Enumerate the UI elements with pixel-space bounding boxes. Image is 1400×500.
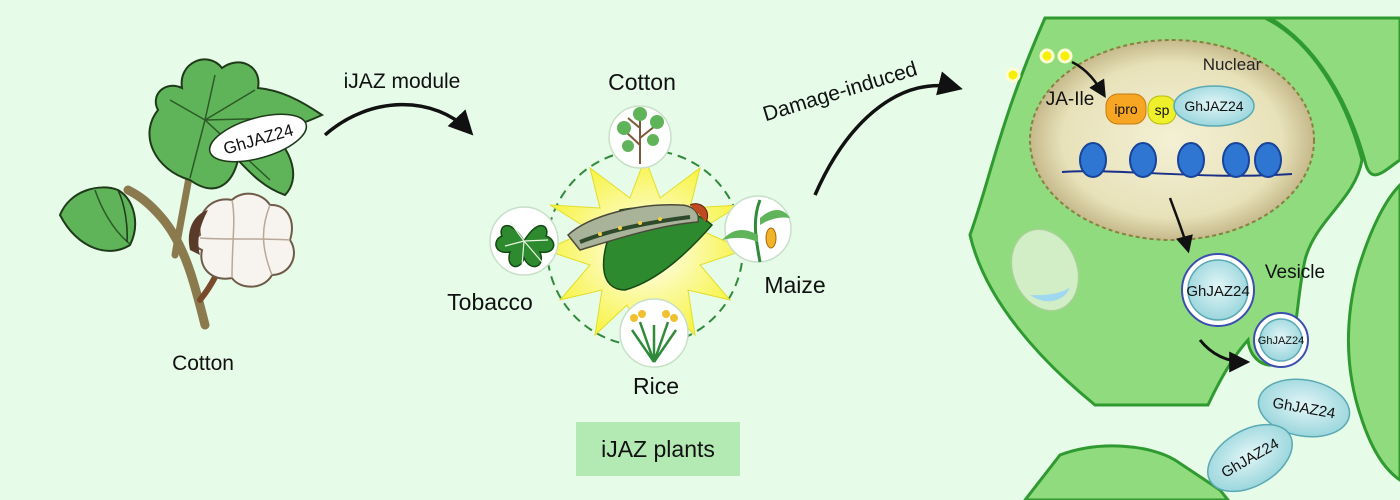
chloroplast-icon: [1010, 228, 1080, 312]
ipro-label: ipro: [1114, 101, 1138, 117]
damage-induced-arrow: [813, 71, 963, 196]
node-cotton: [608, 105, 672, 169]
sp-label: sp: [1155, 102, 1170, 118]
nucleus: [1029, 39, 1315, 241]
node-maize-label: Maize: [764, 272, 825, 298]
node-tobacco-label: Tobacco: [447, 289, 533, 315]
node-rice: [619, 298, 689, 368]
budding-protein: [1259, 318, 1303, 362]
cotton-bract-icon: [58, 186, 137, 252]
caterpillar-icon: [566, 203, 714, 291]
budding-protein-label: GhJAZ24: [1258, 335, 1304, 347]
node-rice-label: Rice: [633, 373, 679, 399]
cotton-plant-label: Cotton: [172, 352, 234, 375]
ijaz-module-label: iJAZ module: [344, 70, 461, 93]
secretion-arrow: [1198, 339, 1251, 373]
ja-ile-ligands: [1005, 48, 1073, 83]
plant-cell: Nuclear JA-Ile ipro sp GhJAZ24: [968, 16, 1400, 500]
node-tobacco: [489, 206, 559, 276]
ghjaz24-nuclear-label: GhJAZ24: [1184, 98, 1243, 114]
ijaz-plants-caption: iJAZ plants: [601, 436, 715, 462]
neighbor-cell-bottom: [1023, 444, 1230, 500]
ijaz-module-arrow: [323, 102, 474, 137]
ijaz-plants-panel: Cotton Tobacco Maize: [447, 69, 826, 476]
maize-icon: [722, 199, 790, 263]
ghjaz24-leaf-tag: [208, 113, 308, 163]
cotton-boll-icon: [188, 192, 295, 288]
secreted-protein-2: [1207, 423, 1293, 493]
cotton-seedling-icon: [617, 107, 664, 164]
vesicle-label: Vesicle: [1265, 262, 1325, 283]
ipro-segment: [1105, 93, 1147, 125]
ijaz-construct: ipro sp GhJAZ24: [1105, 85, 1255, 127]
nuclear-label: Nuclear: [1203, 55, 1262, 74]
node-cotton-label: Cotton: [608, 69, 676, 95]
rice-icon: [630, 310, 678, 363]
tobacco-leaf-icon: [495, 221, 555, 268]
vesicle: [1181, 253, 1255, 327]
export-arrow: [1168, 197, 1193, 254]
ja-ile-label: JA-Ile: [1046, 89, 1095, 110]
cotton-stem: [123, 185, 210, 330]
ligand-arrow: [1071, 60, 1106, 98]
vesicle-protein-label: GhJAZ24: [1186, 283, 1249, 300]
neighbor-cell-right: [1347, 182, 1400, 482]
cotton-plant-illustration: GhJAZ24: [58, 58, 325, 330]
ghjaz24-nuclear-protein: [1173, 85, 1255, 127]
node-maize: [722, 195, 792, 263]
secreted-protein-1: [1257, 378, 1351, 438]
neighbor-cell-top: [1264, 16, 1400, 177]
ijaz-plants-caption-box: [576, 422, 740, 476]
histone-icon: [1079, 142, 1282, 178]
